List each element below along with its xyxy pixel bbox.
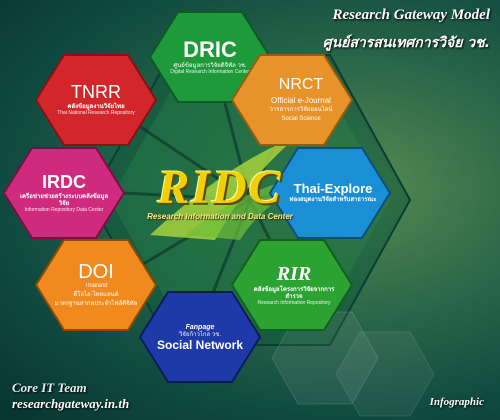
thai-explore-title: Thai-Explore (293, 180, 373, 196)
ridc-logo: RIDC Research Information and Data Cente… (120, 160, 320, 230)
irdc-eng: Information Repository Data Center (24, 206, 104, 213)
dric-title: DRIC (183, 37, 237, 63)
hex-doi[interactable]: DOI Thailand ดีโอไอ-ไทยแลนด์ มาตรฐานสากล… (34, 239, 158, 331)
doi-thai: ดีโอไอ-ไทยแลนด์ (73, 291, 119, 298)
faded-hex-1 (271, 311, 379, 405)
model-title: Research Gateway Model (332, 7, 490, 23)
doi-sub: Thailand (84, 283, 108, 290)
doi-thai2: มาตรฐานสากลประจำไฟล์ดิจิทัล (54, 300, 138, 307)
doi-title: DOI (78, 261, 114, 284)
footer-url[interactable]: researchgateway.in.th (12, 396, 130, 411)
nrct-eng2: Social Science (281, 115, 321, 122)
irdc-thai: เครือข่ายช่วยสร้างระบบคลังข้อมูลวิจัย (19, 193, 109, 207)
social-fanpage: Fanpage (185, 324, 215, 332)
rir-title: RIR (276, 262, 312, 285)
hex-tnrr[interactable]: TNRR คลังข้อมูลงานวิจัยไทย Thai National… (34, 54, 158, 146)
dric-eng: Digital Research Information Center (170, 69, 250, 76)
tnrr-thai: คลังข้อมูลงานวิจัยไทย (67, 104, 125, 111)
hex-thai-explore[interactable]: Thai-Explore ท่องสมุดงานวิจัยสำหรับสาธาร… (268, 147, 392, 239)
hex-irdc[interactable]: IRDC เครือข่ายช่วยสร้างระบบคลังข้อมูลวิจ… (2, 147, 126, 239)
hex-nrct[interactable]: NRCT Official e-Journal วารสารการวิจัยออ… (230, 54, 354, 146)
nrct-thai: วารสารการวิจัยออนไลน์ (269, 107, 333, 114)
tnrr-title: TNRR (71, 82, 121, 103)
tnrr-eng: Thai National Research Repository (57, 110, 135, 117)
rir-thai: คลังข้อมูลโครงการวิจัยจากการสำรวจ (253, 286, 335, 300)
thai-explore-thai: ท่องสมุดงานวิจัยสำหรับสาธารณะ (289, 197, 377, 204)
thai-title: ศูนย์สารสนเทศการวิจัย วช. (322, 35, 490, 51)
irdc-title: IRDC (42, 171, 86, 192)
footer-team: Core IT Team (12, 380, 87, 395)
ridc-subtitle: Research Information and Data Center (147, 212, 293, 221)
nrct-title: NRCT (278, 76, 324, 94)
faded-hex-2 (335, 331, 435, 417)
nrct-eng: Official e-Journal (271, 95, 331, 105)
footer-tag: Infographic (429, 396, 484, 408)
hex-social-network[interactable]: Fanpage วิจัยก้าวไกล วช. Social Network (138, 291, 262, 383)
rir-eng: Research Information Repository (257, 299, 331, 306)
hex-rir[interactable]: RIR คลังข้อมูลโครงการวิจัยจากการสำรวจ Re… (230, 239, 354, 331)
swoosh-leaf (150, 135, 300, 240)
ridc-logo-text: RIDC (157, 161, 283, 214)
dric-thai: ศูนย์ข้อมูลการวิจัยดิจิทัล วช. (173, 63, 247, 70)
social-title: Social Network (156, 338, 244, 353)
social-fanpage-thai: วิจัยก้าวไกล วช. (179, 332, 221, 339)
